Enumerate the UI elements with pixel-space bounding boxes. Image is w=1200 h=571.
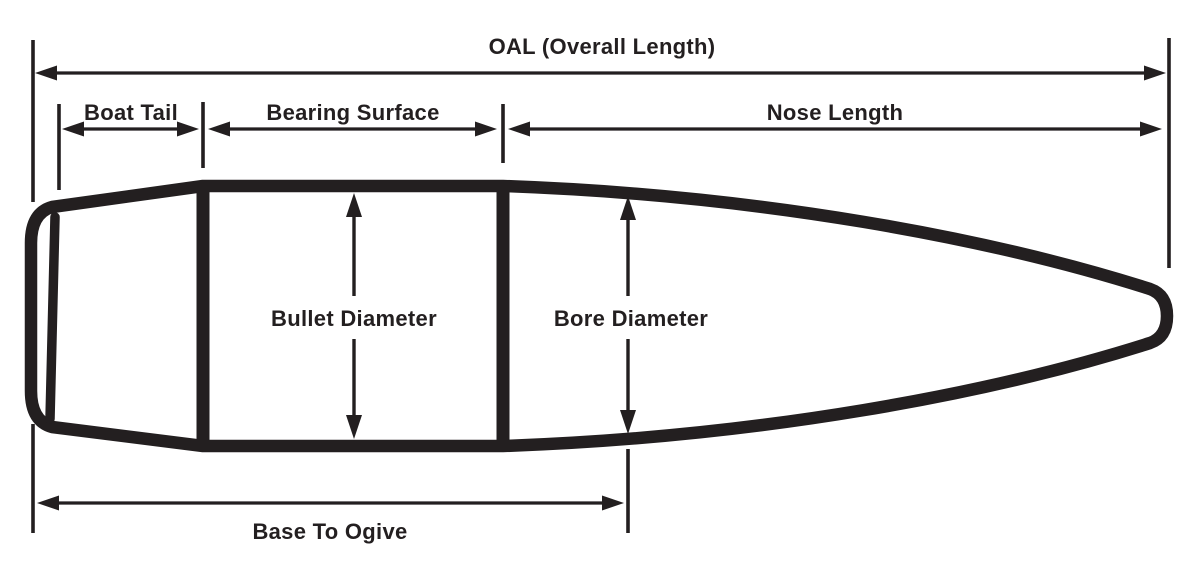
- nose-length-arrowhead-right: [1140, 121, 1162, 137]
- extension-lines: [31, 38, 1171, 533]
- bearing-surface-label: Bearing Surface: [266, 100, 439, 125]
- oal-label: OAL (Overall Length): [489, 34, 716, 59]
- dimension-bullet-diameter: Bullet Diameter: [271, 193, 437, 439]
- bullet-base-rim: [45, 212, 60, 424]
- base-to-ogive-arrowhead-right: [602, 495, 624, 511]
- bullet-outline: [24, 179, 1174, 453]
- bearing-surface-arrowhead-right: [475, 121, 497, 137]
- bearing-surface-arrowhead-left: [208, 121, 230, 137]
- oal-arrowhead-left: [35, 65, 57, 81]
- bullet-diameter-label: Bullet Diameter: [271, 306, 437, 331]
- dimension-base-to-ogive: Base To Ogive: [37, 495, 624, 544]
- base-to-ogive-arrowhead-left: [37, 495, 59, 511]
- dimension-nose-length: Nose Length: [508, 100, 1162, 137]
- bore-diameter-arrowhead-down: [620, 410, 636, 434]
- dimension-bore-diameter: Bore Diameter: [554, 196, 708, 434]
- boat-tail-label: Boat Tail: [84, 100, 178, 125]
- bullet-silhouette: [24, 179, 1174, 453]
- nose-length-label: Nose Length: [767, 100, 904, 125]
- bullet-diameter-arrowhead-down: [346, 415, 362, 439]
- nose-length-arrowhead-left: [508, 121, 530, 137]
- bore-diameter-label: Bore Diameter: [554, 306, 708, 331]
- boat-tail-arrowhead-right: [177, 121, 199, 137]
- base-to-ogive-label: Base To Ogive: [252, 519, 407, 544]
- dimension-oal: OAL (Overall Length): [35, 34, 1166, 81]
- dimension-bearing-surface: Bearing Surface: [208, 100, 497, 137]
- dimension-boat-tail: Boat Tail: [62, 100, 199, 137]
- boat-tail-arrowhead-left: [62, 121, 84, 137]
- bullet-diameter-arrowhead-up: [346, 193, 362, 217]
- oal-arrowhead-right: [1144, 65, 1166, 81]
- bore-diameter-arrowhead-up: [620, 196, 636, 220]
